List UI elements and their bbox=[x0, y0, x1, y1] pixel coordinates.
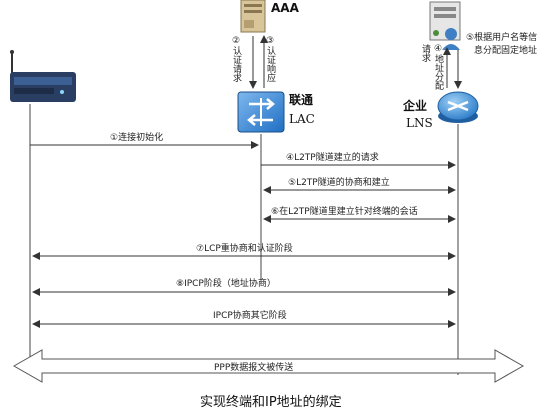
radius-request-label: 请求 bbox=[420, 43, 431, 62]
lac-carrier-label: 联通 bbox=[289, 92, 313, 107]
diagram-caption: 实现终端和IP地址的绑定 bbox=[200, 394, 342, 410]
msg-session-setup-label: ⑥在L2TP隧道里建立针对终端的会话 bbox=[271, 205, 418, 217]
msg-ppp-data-arrow bbox=[12, 349, 525, 383]
auth-response-label: ③认证响应 bbox=[265, 36, 276, 83]
lac-label: LAC bbox=[289, 112, 315, 126]
lac-switch-icon bbox=[237, 91, 285, 133]
msg-tunnel-request-label: ④L2TP隧道建立的请求 bbox=[286, 151, 379, 163]
msg-ipcp-label: ⑧IPCP阶段（地址协商） bbox=[176, 277, 276, 289]
lns-label: LNS bbox=[406, 116, 433, 130]
lns-owner-label: 企业 bbox=[402, 98, 427, 113]
auth-request-label: ②认证请求 bbox=[231, 36, 242, 82]
fixed-address-line2: 息分配固定地址 bbox=[474, 44, 537, 56]
msg-connect-init-label: ①连接初始化 bbox=[110, 131, 163, 143]
terminal-device-icon bbox=[10, 50, 76, 102]
aaa-server-icon bbox=[240, 0, 266, 33]
msg-ipcp-other-label: IPCP协商其它阶段 bbox=[213, 309, 287, 321]
address-allocation-label: ④地址分配 bbox=[433, 44, 444, 91]
msg-ppp-data-label: PPP数据报文被传送 bbox=[214, 361, 293, 373]
lns-router-icon bbox=[437, 91, 479, 123]
msg-lcp-auth-label: ⑦LCP重协商和认证阶段 bbox=[196, 242, 293, 254]
msg-tunnel-negotiation-label: ⑤L2TP隧道的协商和建立 bbox=[288, 176, 390, 188]
fixed-address-note: ⑤根据用户名等信 息分配固定地址 bbox=[466, 31, 537, 56]
fixed-address-line1: ⑤根据用户名等信 bbox=[466, 31, 537, 43]
aaa-label: AAA bbox=[271, 1, 300, 15]
